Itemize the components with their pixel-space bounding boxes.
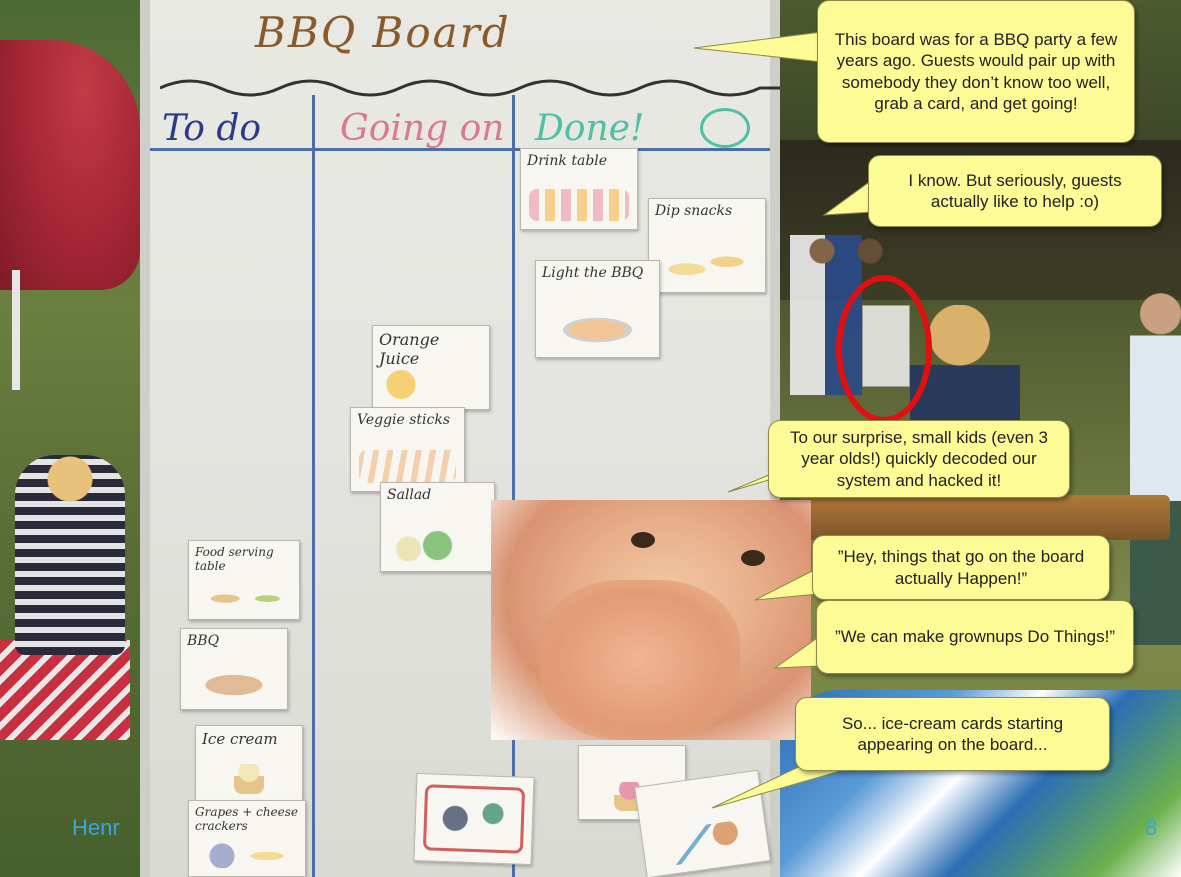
column-divider-1 xyxy=(312,95,315,877)
card-orange-juice[interactable]: Orange Juice xyxy=(372,325,490,410)
guest-right xyxy=(1130,285,1181,645)
food-table xyxy=(800,495,1170,540)
callout-kids-hacked: To our surprise, small kids (even 3 year… xyxy=(768,420,1070,498)
page-number: 8 xyxy=(1145,815,1158,840)
baby-hands xyxy=(540,580,740,740)
column-done-label: Done! xyxy=(535,108,645,149)
card-sallad[interactable]: Sallad xyxy=(380,482,495,572)
callout-ice-cream-cards: So... ice-cream cards starting appearing… xyxy=(795,697,1110,771)
card-label: Veggie sticks xyxy=(357,412,451,428)
column-going-on-label: Going on xyxy=(340,108,505,149)
card-light-the-bbq[interactable]: Light the BBQ xyxy=(535,260,660,358)
distant-board xyxy=(862,305,910,387)
card-veggie-sticks[interactable]: Veggie sticks xyxy=(350,407,465,492)
callout-guests-help: I know. But seriously, guests actually l… xyxy=(868,155,1162,227)
red-umbrella xyxy=(0,40,140,290)
title-underline xyxy=(160,79,780,97)
callout-things-happen: ”Hey, things that go on the board actual… xyxy=(812,535,1110,600)
column-divider-2 xyxy=(512,95,515,877)
card-label: Light the BBQ xyxy=(542,265,644,281)
callout-board-purpose: This board was for a BBQ party a few yea… xyxy=(817,0,1135,143)
picnic-blanket xyxy=(0,640,130,740)
board-title: BBQ Board xyxy=(255,8,511,57)
header-line xyxy=(150,148,770,151)
card-bbq[interactable]: BBQ xyxy=(180,628,288,710)
card-label: Orange Juice xyxy=(379,330,440,368)
column-todo-label: To do xyxy=(162,108,262,149)
baby-eye-right xyxy=(741,550,765,566)
umbrella-pole xyxy=(12,270,20,390)
baby-eye-left xyxy=(631,532,655,548)
smiley-doodle xyxy=(700,108,750,148)
card-dip-snacks[interactable]: Dip snacks xyxy=(648,198,766,293)
card-label: Food serving table xyxy=(195,545,274,573)
card-label: BBQ xyxy=(187,633,220,649)
card-label: Dip snacks xyxy=(655,203,733,219)
card-label: Grapes + cheese crackers xyxy=(195,805,299,833)
card-label: Ice cream xyxy=(202,730,278,748)
footer-author: Henr xyxy=(72,815,120,840)
card-label: Sallad xyxy=(387,487,432,503)
callout-grownups: ”We can make grownups Do Things!” xyxy=(816,600,1134,674)
seated-person xyxy=(15,455,125,655)
card-food-serving-table[interactable]: Food serving table xyxy=(188,540,300,620)
card-drink-table[interactable]: Drink table xyxy=(520,148,638,230)
card-grapes-cheese-crackers[interactable]: Grapes + cheese crackers xyxy=(188,800,306,877)
card-label: Drink table xyxy=(527,153,608,169)
